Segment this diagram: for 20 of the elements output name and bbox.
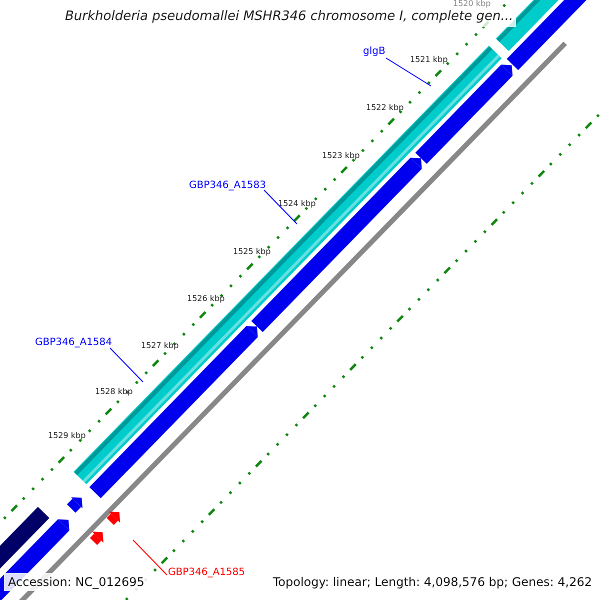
gene-label: GBP346_A1583 <box>189 181 266 191</box>
gene-label: glgB <box>363 47 386 57</box>
scale-label: 1528 kbp <box>95 388 133 396</box>
gene-label: GBP346_A1585 <box>168 568 246 578</box>
leader-line <box>132 540 168 576</box>
scale-label: 1520 kbp <box>453 0 491 8</box>
gene-label: GBP346_A1584 <box>35 338 112 348</box>
title: Burkholderia pseudomallei MSHR346 chromosome I, complete gen... <box>62 7 516 26</box>
scale-label: 1522 kbp <box>366 104 404 112</box>
scale-label: 1526 kbp <box>187 295 225 303</box>
scale-label: 1525 kbp <box>233 248 271 256</box>
scale-label: 1523 kbp <box>322 152 360 160</box>
accession-text: Accession: NC_012695 <box>4 573 148 591</box>
leader-line <box>110 348 144 382</box>
scale-label: 1529 kbp <box>48 432 86 440</box>
leader-line <box>264 190 298 224</box>
scale-label: 1524 kbp <box>278 200 316 208</box>
scale-label: 1527 kbp <box>141 342 179 350</box>
leader-line <box>386 58 432 86</box>
scale-label: 1521 kbp <box>410 56 448 64</box>
